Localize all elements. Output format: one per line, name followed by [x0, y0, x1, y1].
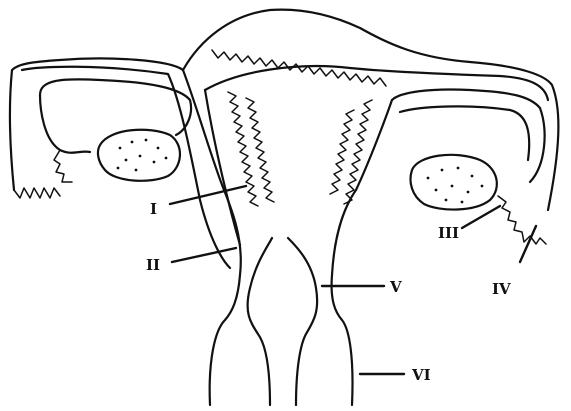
labels: I II III IV V VI [146, 200, 511, 384]
label-leaders [170, 186, 536, 374]
label-ii: II [146, 256, 160, 274]
leader-ii [172, 248, 236, 262]
label-iii: III [438, 224, 459, 242]
left-ovary [98, 130, 180, 181]
left-fallopian-tube [14, 79, 191, 198]
right-ovary [411, 155, 497, 210]
leader-i [170, 186, 246, 204]
label-v: V [389, 278, 402, 296]
label-iv: IV [492, 280, 511, 298]
label-vi: VI [411, 366, 431, 384]
label-i: I [150, 200, 157, 218]
